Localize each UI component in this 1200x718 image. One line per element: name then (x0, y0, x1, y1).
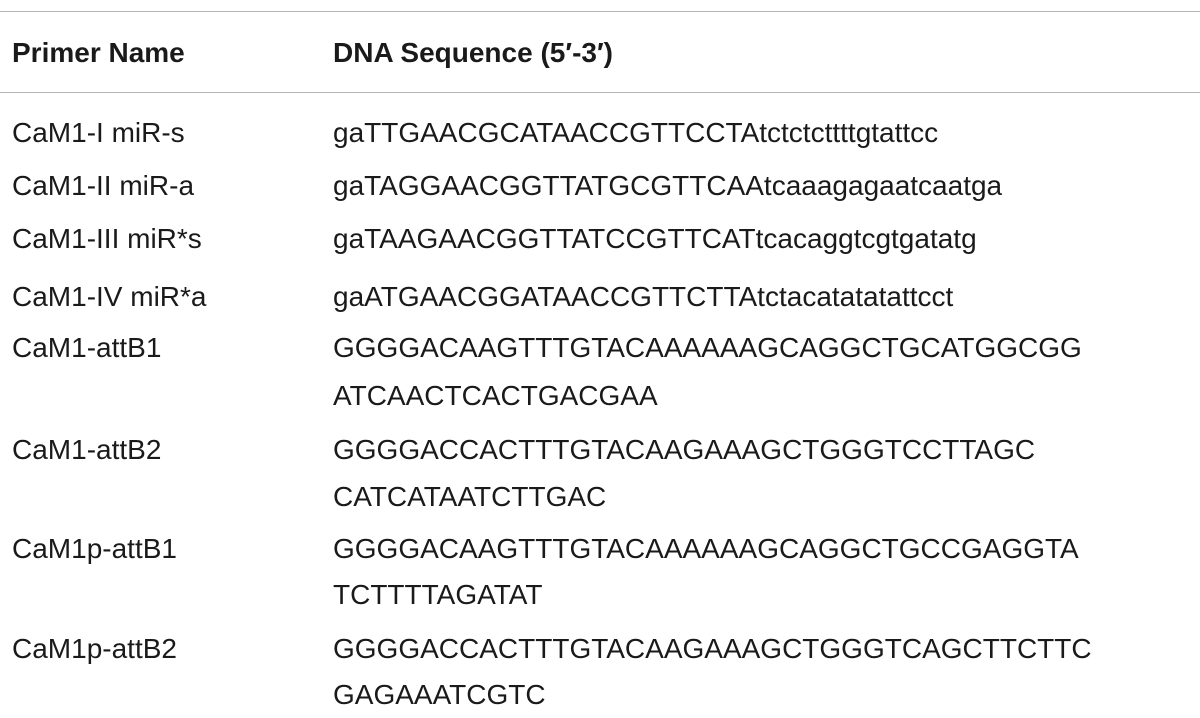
row-7-primer-name: CaM1p-attB2 (12, 633, 177, 664)
header-dna-sequence: DNA Sequence (5′-3′) (333, 37, 613, 68)
header-divider-rule (0, 92, 1200, 93)
row-3-sequence: gaATGAACGGATAACCGTTCTTAtctacatatatattcct (333, 281, 954, 312)
row-2-primer-name: CaM1-III miR*s (12, 223, 202, 254)
row-4-primer-name: CaM1-attB1 (12, 332, 162, 363)
row-3-primer-name: CaM1-IV miR*a (12, 281, 207, 312)
table-top-rule (0, 11, 1200, 12)
row-1-primer-name: CaM1-II miR-a (12, 170, 195, 201)
row-0-sequence: gaTTGAACGCATAACCGTTCCTAtctctcttttgtattcc (333, 117, 939, 148)
row-6-sequence-line-1: GGGGACAAGTTTGTACAAAAAAGCAGGCTGCCGAGGTA (333, 533, 1079, 564)
row-5-sequence-line-2: CATCATAATCTTGAC (333, 481, 607, 512)
row-5-primer-name: CaM1-attB2 (12, 434, 162, 465)
row-4-sequence-line-2: ATCAACTCACTGACGAA (333, 380, 658, 411)
header-primer-name: Primer Name (12, 37, 185, 68)
row-7-sequence-line-2: GAGAAATCGTC (333, 679, 546, 710)
row-0-primer-name: CaM1-I miR-s (12, 117, 185, 148)
row-4-sequence-line-1: GGGGACAAGTTTGTACAAAAAAGCAGGCTGCATGGCGG (333, 332, 1082, 363)
row-6-primer-name: CaM1p-attB1 (12, 533, 177, 564)
row-1-sequence: gaTAGGAACGGTTATGCGTTCAAtcaaagagaatcaatga (333, 170, 1003, 201)
row-7-sequence-line-1: GGGGACCACTTTGTACAAGAAAGCTGGGTCAGCTTCTTC (333, 633, 1092, 664)
row-2-sequence: gaTAAGAACGGTTATCCGTTCATtcacaggtcgtgatatg (333, 223, 977, 254)
row-6-sequence-line-2: TCTTTTAGATAT (333, 579, 543, 610)
row-5-sequence-line-1: GGGGACCACTTTGTACAAGAAAGCTGGGTCCTTAGC (333, 434, 1036, 465)
